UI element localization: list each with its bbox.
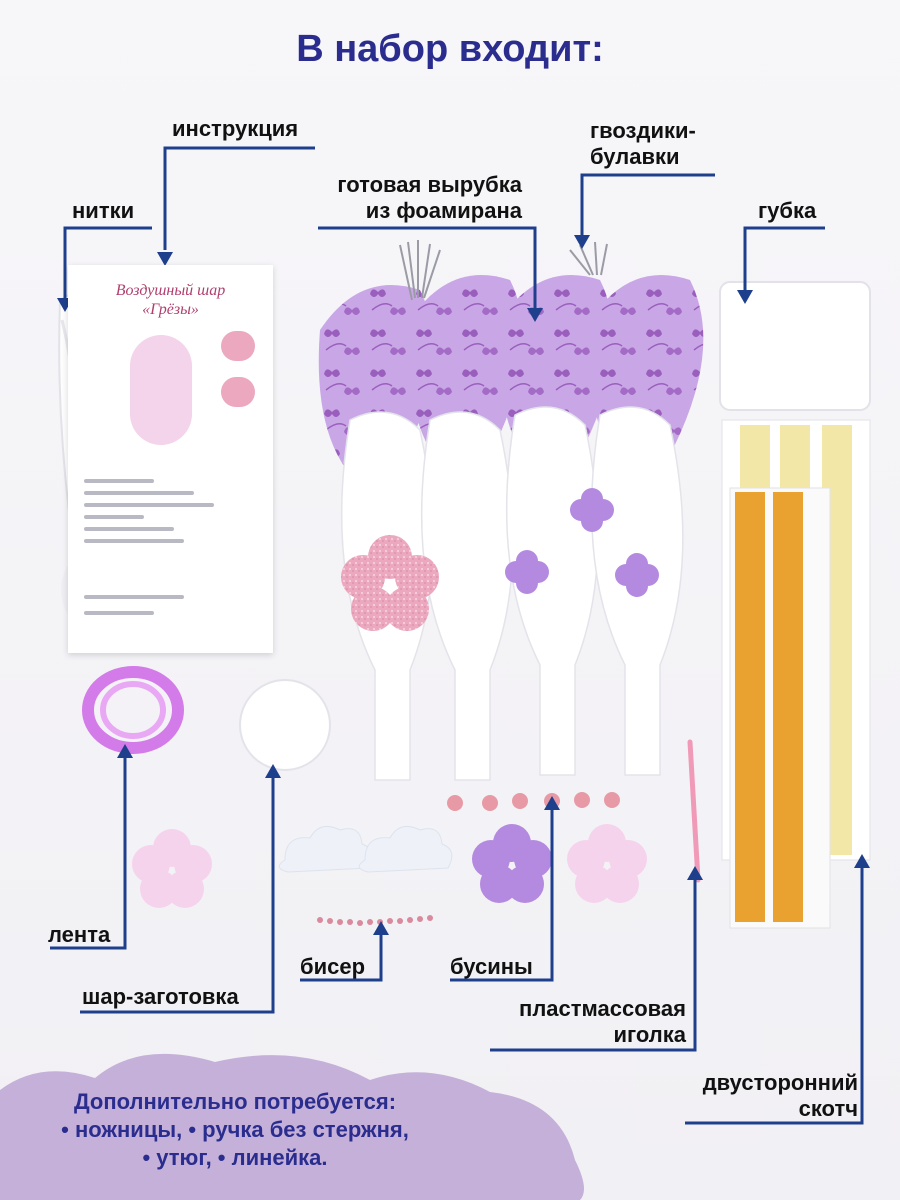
label-foam-cut: готовая вырубка из фоамирана: [337, 172, 522, 223]
sponge-icon: [719, 281, 871, 411]
foam-ball: [239, 679, 331, 771]
heart-icon: [221, 377, 255, 407]
label-ball-blank: шар-заготовка: [82, 984, 239, 1009]
instruction-title: Воздушный шар «Грёзы»: [115, 282, 226, 318]
label-beads: бусины: [450, 954, 533, 979]
label-instruction: инструкция: [172, 116, 299, 141]
footer-line-1: Дополнительно потребуется:: [73, 1089, 397, 1114]
label-pins: гвоздики- булавки: [590, 118, 696, 169]
label-ribbon: лента: [48, 922, 111, 947]
page-title: В набор входит:: [296, 28, 604, 70]
double-sided-tape: [721, 419, 871, 929]
needle-icon: [687, 739, 701, 883]
label-seed-beads: бисер: [300, 954, 366, 979]
heart-icon: [221, 331, 255, 361]
label-needle: пластмассовая иголка: [519, 996, 686, 1047]
label-double-tape: двусторонний скотч: [702, 1070, 858, 1121]
flower-icon: [341, 535, 439, 631]
balloon-illustration: [130, 335, 192, 445]
footer-line-3: • утюг, • линейка.: [142, 1145, 328, 1170]
leader-lines: [50, 146, 864, 1125]
bead-icon: [447, 792, 620, 811]
footer-text: Дополнительно потребуется: • ножницы, • …: [0, 1088, 470, 1172]
leader-arrowheads: [57, 235, 870, 935]
label-threads: нитки: [72, 198, 135, 223]
instruction-sheet: Воздушный шар «Грёзы»: [68, 265, 273, 653]
footer-cloud: [0, 1053, 584, 1200]
pins-icon: [399, 240, 608, 301]
label-sponge: губка: [758, 198, 817, 223]
footer-line-2: • ножницы, • ручка без стержня,: [61, 1117, 409, 1142]
